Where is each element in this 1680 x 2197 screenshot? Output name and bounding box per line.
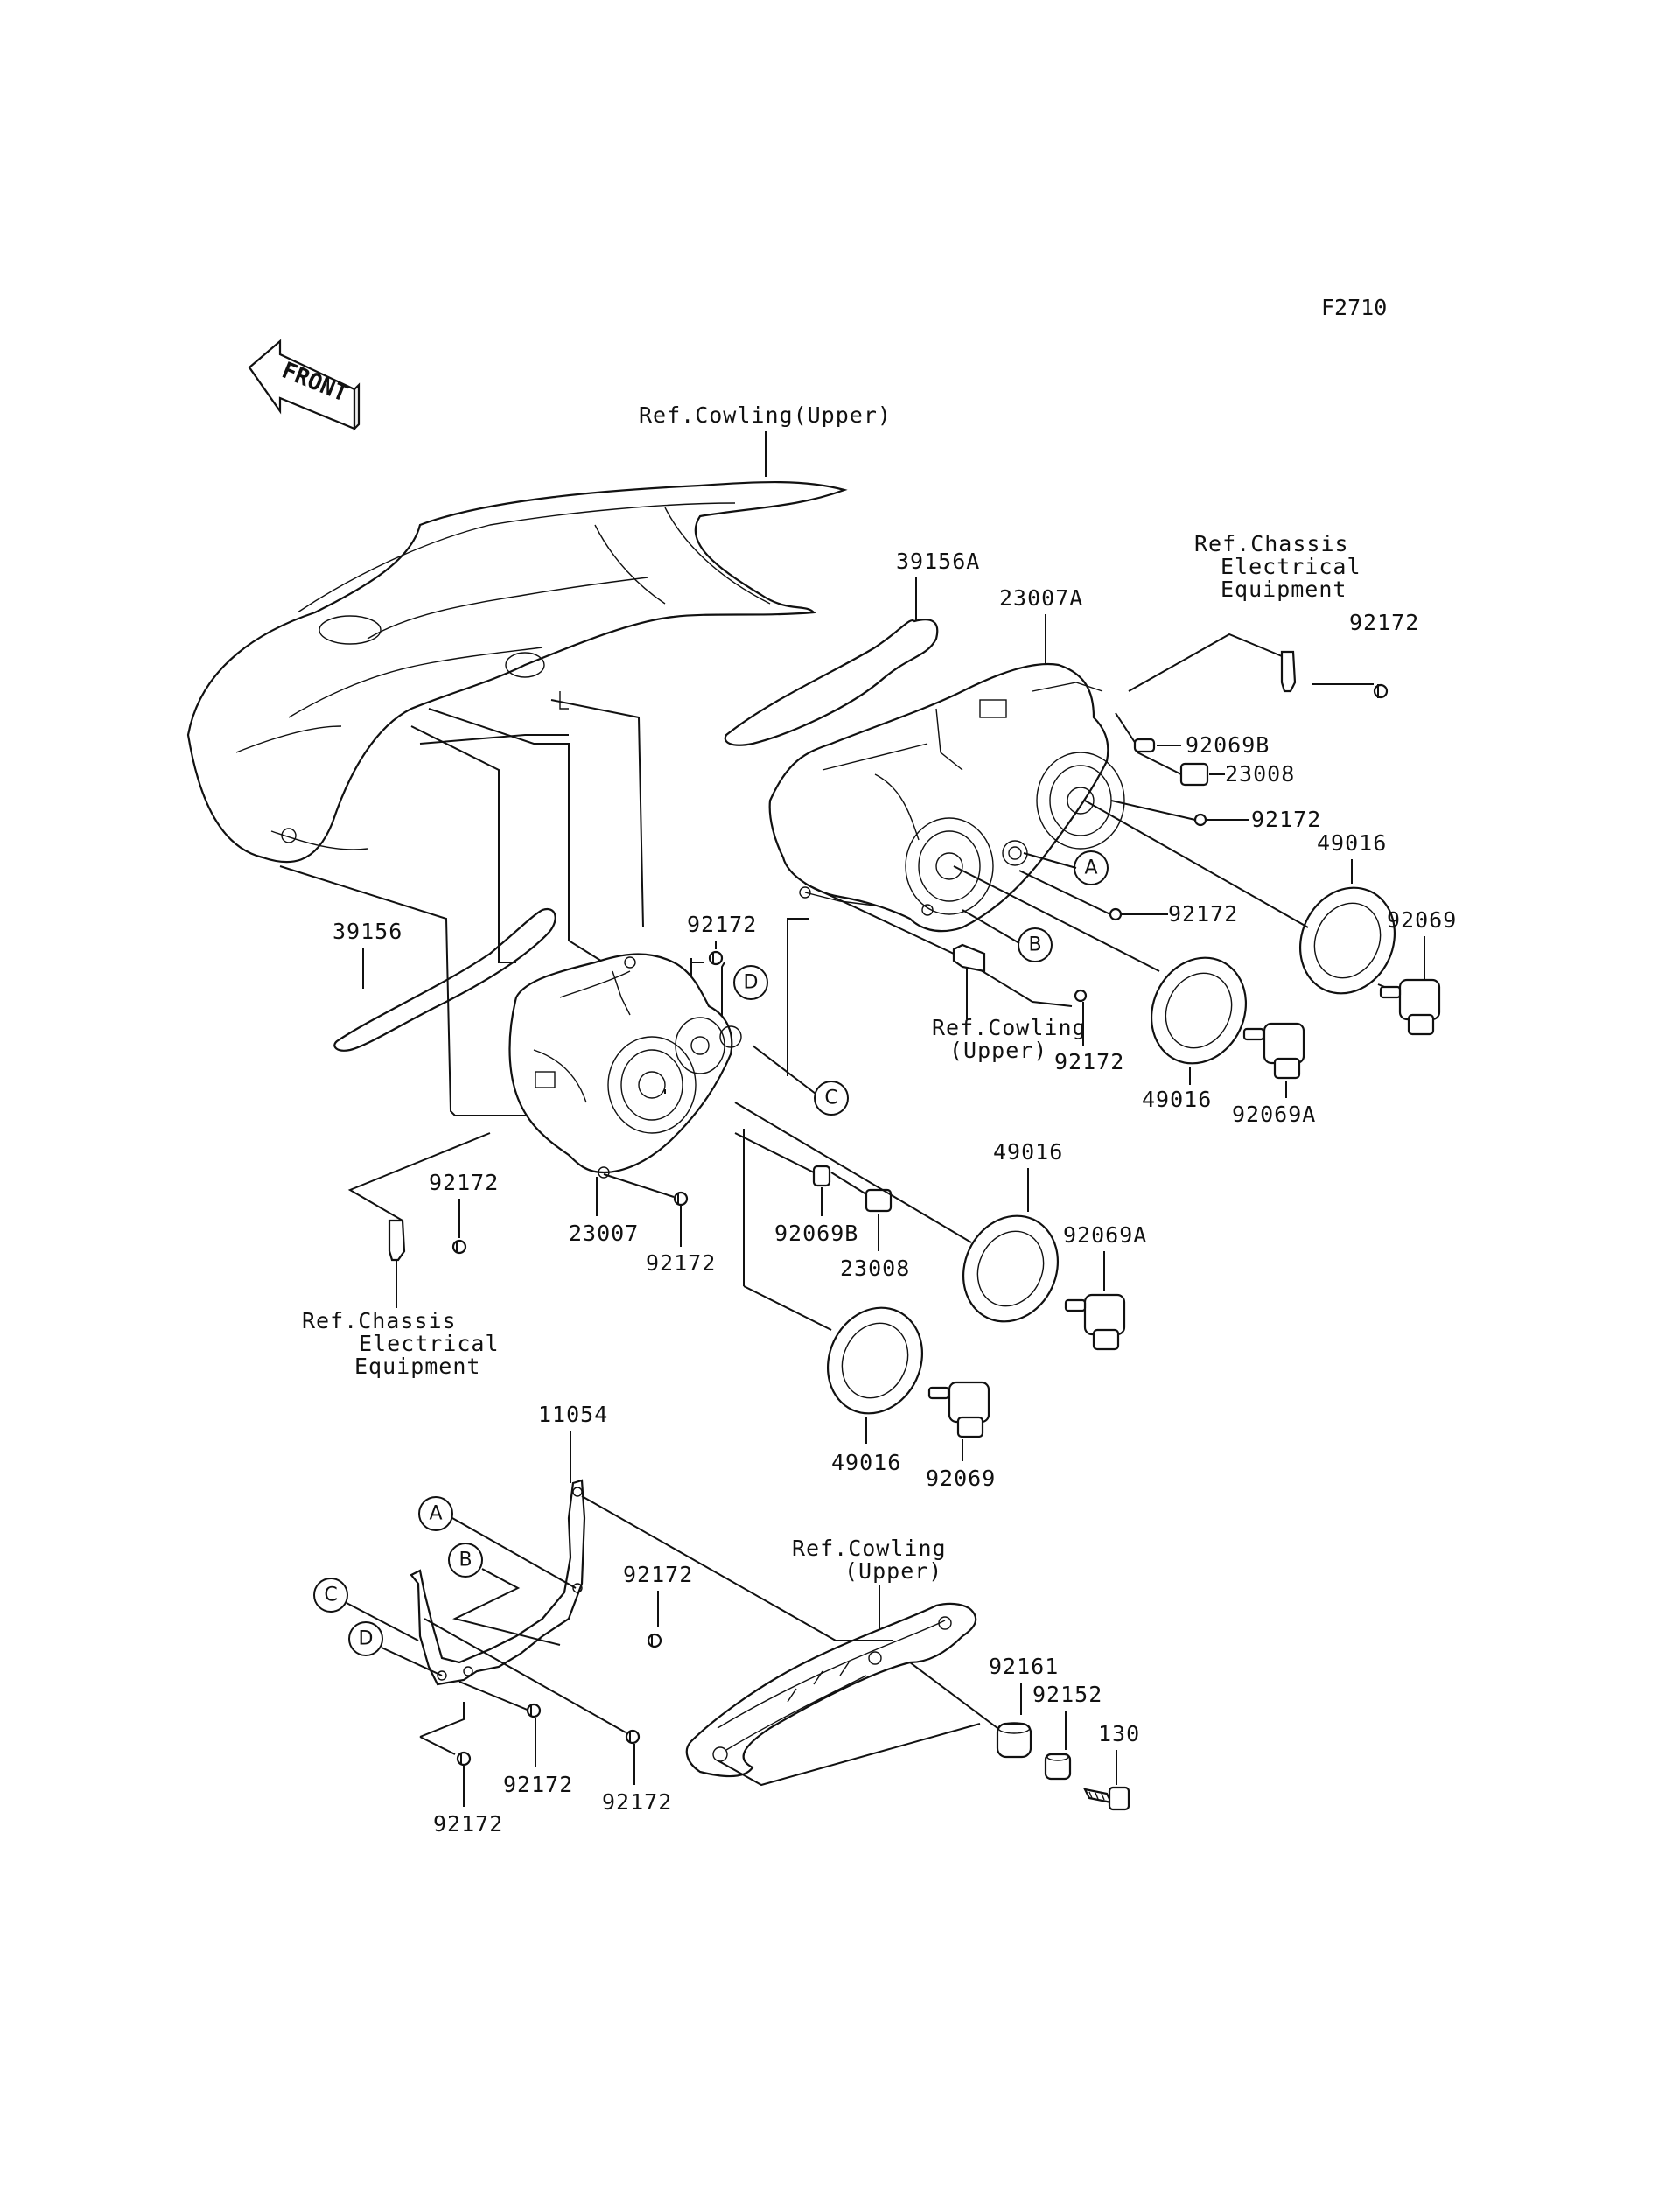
- collar-92152: [1044, 1753, 1072, 1781]
- upper-cowling-illustration: [186, 480, 848, 864]
- lens-49016-right-left: [1150, 956, 1248, 1065]
- callout-C-bottom: [313, 1578, 348, 1613]
- figure-code: F2710: [1321, 295, 1387, 320]
- part-92172-left-left: 92172: [429, 1170, 499, 1195]
- part-92172-bottom-top: 92172: [623, 1562, 693, 1587]
- part-92172-bottom-right: 92172: [602, 1789, 672, 1815]
- screw-bottom-right: [625, 1729, 640, 1745]
- callout-B-right-label: B: [1028, 934, 1041, 956]
- callout-D-center: [733, 965, 768, 1000]
- part-23008-left: 23008: [840, 1256, 910, 1281]
- bracket-11054: [410, 1479, 586, 1686]
- screw-right-mid: [1194, 813, 1208, 827]
- socket-23008-right: [1180, 762, 1209, 787]
- part-92069-left: 92069: [926, 1466, 996, 1491]
- part-11054: 11054: [538, 1402, 608, 1427]
- bulb-92069A-right: [1242, 1022, 1306, 1080]
- part-92161: 92161: [989, 1654, 1059, 1679]
- part-49016-right-right: 49016: [1317, 830, 1387, 856]
- mounting-stay: [685, 1602, 977, 1778]
- screw-right-low: [1109, 907, 1123, 921]
- part-23008-right: 23008: [1225, 761, 1295, 787]
- callout-C-center-label: C: [824, 1088, 837, 1109]
- socket-23008-left: [864, 1188, 892, 1213]
- ref-cowling-upper-top: Ref.Cowling(Upper): [639, 402, 892, 428]
- part-92172-right-bottom: 92172: [1054, 1049, 1124, 1074]
- lens-49016-left-right: [962, 1214, 1060, 1323]
- lens-49016-right-right: [1298, 886, 1396, 995]
- part-92172-right-low: 92172: [1168, 901, 1238, 927]
- bulb-92069-right: [1377, 978, 1441, 1036]
- part-23007: 23007: [569, 1221, 639, 1246]
- callout-A-bottom: [418, 1496, 453, 1531]
- callout-C-bottom-label: C: [324, 1585, 337, 1606]
- ref-chassis-left-2: Electrical: [359, 1331, 500, 1356]
- pad-39156: [333, 907, 556, 1052]
- part-92172-bottom-mid: 92172: [503, 1772, 573, 1797]
- screw-left-left: [452, 1239, 467, 1255]
- clip-right: [1280, 650, 1297, 693]
- bracket-mid: [952, 943, 986, 973]
- callout-D-center-label: D: [744, 972, 759, 994]
- ref-cowling-upper-mid-1: Ref.Cowling: [932, 1015, 1087, 1040]
- callout-B-bottom: [448, 1543, 483, 1578]
- screw-bottom-mid: [526, 1703, 542, 1718]
- pad-39156A: [724, 619, 939, 746]
- part-92172-center-top: 92172: [687, 912, 757, 937]
- headlight-23007A: [768, 663, 1125, 933]
- screw-right-top: [1373, 683, 1389, 699]
- grommet-92161: [996, 1722, 1032, 1759]
- part-130: 130: [1098, 1721, 1140, 1746]
- ref-cowling-upper-bottom-1: Ref.Cowling: [792, 1536, 947, 1561]
- screw-right-bottom: [1074, 989, 1088, 1003]
- part-23007A: 23007A: [999, 585, 1083, 611]
- part-92069-right: 92069: [1387, 907, 1457, 933]
- part-49016-right-left: 49016: [1142, 1087, 1212, 1112]
- ref-chassis-left-1: Ref.Chassis: [302, 1308, 457, 1333]
- ref-cowling-upper-bottom-2: (Upper): [844, 1558, 942, 1584]
- part-92069B-right: 92069B: [1186, 732, 1270, 758]
- bulb-92069A-left: [1064, 1293, 1126, 1351]
- bolt-130: [1083, 1786, 1130, 1811]
- part-49016-left-left: 49016: [831, 1450, 901, 1475]
- part-39156: 39156: [332, 919, 402, 944]
- part-92172-right-mid: 92172: [1251, 807, 1321, 832]
- ref-cowling-upper-mid-2: (Upper): [949, 1038, 1047, 1063]
- callout-B-right: [1018, 927, 1053, 962]
- screw-bottom-top: [647, 1633, 662, 1648]
- callout-D-bottom-label: D: [359, 1628, 374, 1650]
- callout-C-center: [814, 1081, 849, 1116]
- headlight-23007: [508, 953, 742, 1179]
- part-92172-right-top: 92172: [1349, 610, 1419, 635]
- front-arrow-icon: FRONT: [248, 339, 360, 431]
- part-92069A-right: 92069A: [1232, 1102, 1316, 1127]
- part-92152: 92152: [1032, 1682, 1102, 1707]
- part-39156A: 39156A: [896, 549, 980, 574]
- part-92069A-left: 92069A: [1063, 1222, 1147, 1248]
- screw-center-top: [708, 950, 724, 966]
- ref-chassis-right-1: Ref.Chassis: [1194, 531, 1349, 556]
- part-92069B-left: 92069B: [774, 1221, 858, 1246]
- ref-chassis-left-3: Equipment: [354, 1354, 480, 1379]
- part-92172-left-center: 92172: [646, 1250, 716, 1276]
- callout-A-right-label: A: [1084, 857, 1097, 879]
- bulb-92069-left: [928, 1381, 990, 1438]
- ref-chassis-right-2: Electrical: [1221, 554, 1362, 579]
- bulb-92069B-right: [1133, 738, 1156, 753]
- screw-left-center: [673, 1191, 689, 1207]
- callout-A-bottom-label: A: [429, 1503, 442, 1525]
- clip-left: [388, 1219, 406, 1262]
- part-49016-left-right: 49016: [993, 1139, 1063, 1165]
- ref-chassis-right-3: Equipment: [1221, 577, 1347, 602]
- part-92172-bottom-left: 92172: [433, 1811, 503, 1837]
- bulb-92069B-left: [812, 1165, 831, 1187]
- lens-49016-left-left: [826, 1306, 924, 1415]
- screw-bottom-left: [456, 1751, 472, 1767]
- callout-B-bottom-label: B: [458, 1550, 472, 1571]
- callout-D-bottom: [348, 1621, 383, 1656]
